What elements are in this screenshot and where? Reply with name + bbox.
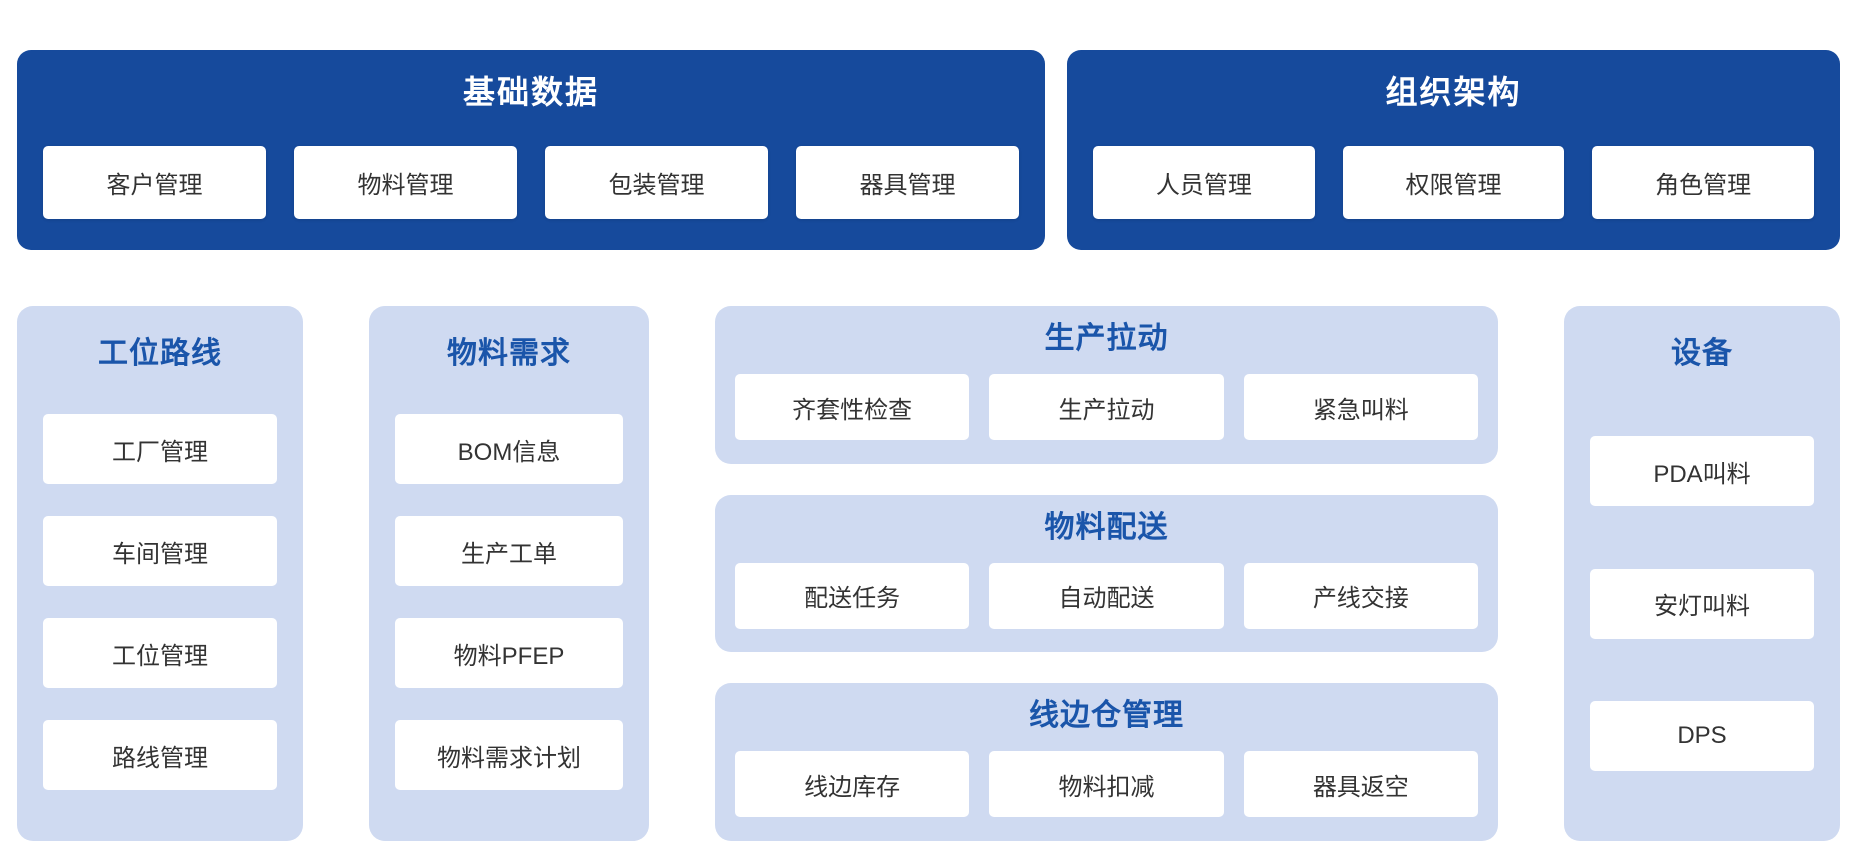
panel-organization: 组织架构 人员管理 权限管理 角色管理 <box>1067 50 1840 250</box>
module-material-pfep: 物料PFEP <box>395 618 623 688</box>
panel-equipment: 设备 PDA叫料 安灯叫料 DPS <box>1564 306 1840 841</box>
module-station-management: 工位管理 <box>43 618 277 688</box>
panel-basic-data-title: 基础数据 <box>462 74 599 110</box>
panel-material-delivery-title: 物料配送 <box>1044 510 1169 544</box>
module-andon-call: 安灯叫料 <box>1590 568 1814 639</box>
panel-station-route-buttons: 工厂管理 车间管理 工位管理 路线管理 <box>43 414 277 790</box>
module-production-order: 生产工单 <box>395 516 623 586</box>
module-urgent-material-call: 紧急叫料 <box>1243 374 1478 440</box>
panel-lineside-warehouse: 线边仓管理 线边库存 物料扣减 器具返空 <box>715 683 1498 842</box>
module-route-management: 路线管理 <box>43 720 277 790</box>
panel-organization-buttons: 人员管理 权限管理 角色管理 <box>1093 146 1815 219</box>
module-container-return: 器具返空 <box>1243 751 1478 818</box>
panel-lineside-warehouse-buttons: 线边库存 物料扣减 器具返空 <box>735 751 1478 818</box>
module-auto-delivery: 自动配送 <box>989 562 1224 629</box>
module-bom-info: BOM信息 <box>395 414 623 484</box>
module-kitting-check: 齐套性检查 <box>735 374 970 440</box>
panel-equipment-buttons: PDA叫料 安灯叫料 DPS <box>1590 374 1814 841</box>
module-delivery-task: 配送任务 <box>735 562 970 629</box>
module-dps: DPS <box>1590 700 1814 771</box>
module-production-pull: 生产拉动 <box>989 374 1224 440</box>
module-pda-call: PDA叫料 <box>1590 436 1814 507</box>
module-packaging-management: 包装管理 <box>545 146 768 219</box>
panel-basic-data-buttons: 客户管理 物料管理 包装管理 器具管理 <box>43 146 1019 219</box>
middle-panel-stack: 生产拉动 齐套性检查 生产拉动 紧急叫料 物料配送 配送任务 自动配送 产线交接… <box>715 306 1498 842</box>
panel-organization-title: 组织架构 <box>1385 74 1522 110</box>
module-personnel-management: 人员管理 <box>1093 146 1315 219</box>
module-material-requirement-plan: 物料需求计划 <box>395 720 623 790</box>
panel-station-route-title: 工位路线 <box>98 337 222 370</box>
module-customer-management: 客户管理 <box>43 146 266 219</box>
module-permission-management: 权限管理 <box>1342 146 1565 219</box>
panel-material-delivery-buttons: 配送任务 自动配送 产线交接 <box>735 562 1478 629</box>
panel-basic-data: 基础数据 客户管理 物料管理 包装管理 器具管理 <box>17 50 1045 250</box>
panel-material-delivery: 物料配送 配送任务 自动配送 产线交接 <box>715 494 1498 653</box>
module-lineside-inventory: 线边库存 <box>735 751 970 818</box>
module-container-management: 器具管理 <box>796 146 1019 219</box>
panel-equipment-title: 设备 <box>1671 337 1733 370</box>
module-role-management: 角色管理 <box>1592 146 1815 219</box>
module-material-deduction: 物料扣减 <box>989 751 1224 818</box>
panel-material-demand-buttons: BOM信息 生产工单 物料PFEP 物料需求计划 <box>395 414 623 790</box>
panel-station-route: 工位路线 工厂管理 车间管理 工位管理 路线管理 <box>17 306 303 841</box>
panel-material-demand-title: 物料需求 <box>447 337 571 370</box>
panel-production-pull: 生产拉动 齐套性检查 生产拉动 紧急叫料 <box>715 306 1498 464</box>
bottom-panel-row: 工位路线 工厂管理 车间管理 工位管理 路线管理 物料需求 BOM信息 生产工单… <box>17 306 1840 842</box>
panel-production-pull-title: 生产拉动 <box>1044 322 1169 355</box>
top-panel-row: 基础数据 客户管理 物料管理 包装管理 器具管理 组织架构 人员管理 权限管理 … <box>17 50 1840 250</box>
panel-lineside-warehouse-title: 线边仓管理 <box>1029 699 1184 733</box>
module-factory-management: 工厂管理 <box>43 414 277 484</box>
module-line-handover: 产线交接 <box>1243 562 1478 629</box>
module-material-management: 物料管理 <box>294 146 517 219</box>
panel-production-pull-buttons: 齐套性检查 生产拉动 紧急叫料 <box>735 374 1478 440</box>
panel-material-demand: 物料需求 BOM信息 生产工单 物料PFEP 物料需求计划 <box>369 306 649 841</box>
module-workshop-management: 车间管理 <box>43 516 277 586</box>
